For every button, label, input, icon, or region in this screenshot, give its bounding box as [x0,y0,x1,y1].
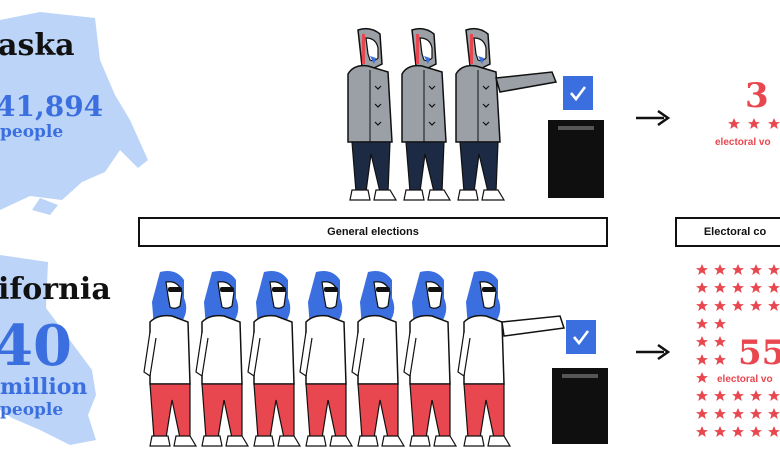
alaska-name: aska [0,28,75,63]
star-icon [696,336,708,347]
star-icon [750,408,762,419]
electoral-college-label: Electoral co [675,217,780,247]
star-icon [714,354,726,365]
california-voter [457,270,511,447]
star-icon [750,282,762,293]
star-icon [714,300,726,311]
alaska-population-number: 41,894 [0,90,104,123]
star-icon [714,318,726,329]
alaska-island-shape [32,198,58,215]
star-icon [768,118,780,129]
california-voter [247,270,301,447]
star-icon [714,264,726,275]
california-voter [299,270,353,447]
alaska-population-unit: people [0,122,64,142]
alaska-electoral-votes: 3 [745,76,769,116]
star-icon [748,118,760,129]
alaska-voter [401,27,451,201]
star-icon [714,426,726,437]
star-icon [696,390,708,401]
star-icon [750,264,762,275]
ballot-box-icon [548,120,604,198]
star-icon [696,264,708,275]
alaska-voter-arm [495,71,558,93]
alaska-map-shape [0,12,148,210]
california-voter [195,270,249,447]
california-population-number: 40 [0,313,72,379]
star-icon [768,426,780,437]
california-voter-arm [501,315,565,337]
california-electoral-stars [696,264,780,437]
star-icon [732,408,744,419]
star-icon [750,426,762,437]
star-icon [696,426,708,437]
star-icon [732,390,744,401]
star-icon [732,426,744,437]
star-icon [750,390,762,401]
california-voter [143,270,197,447]
alaska-voter [455,27,505,201]
star-icon [696,282,708,293]
california-voter [351,270,405,447]
star-icon [696,354,708,365]
star-icon [768,408,780,419]
star-icon [696,318,708,329]
star-icon [768,300,780,311]
arrow-right-icon [636,109,671,127]
arrow-right-icon [636,343,671,361]
star-icon [768,282,780,293]
star-icon [714,336,726,347]
star-icon [696,300,708,311]
california-name: ifornia [0,272,111,307]
california-electoral-label: electoral vo [717,374,773,385]
star-icon [732,264,744,275]
star-icon [768,264,780,275]
star-icon [768,390,780,401]
california-voter [403,270,457,447]
california-population-scale: million [0,374,88,400]
star-icon [696,372,708,383]
california-map-shape [0,255,96,445]
star-icon [714,408,726,419]
alaska-voter [347,27,397,201]
ballot-check-icon [564,318,598,356]
ballot-check-icon [561,74,595,112]
star-icon [750,300,762,311]
star-icon [696,408,708,419]
star-icon [714,282,726,293]
ballot-box-icon [552,368,608,444]
star-icon [732,282,744,293]
alaska-electoral-stars [728,118,780,129]
star-icon [714,390,726,401]
star-icon [732,300,744,311]
alaska-electoral-label: electoral vo [715,137,771,148]
california-population-unit: people [0,400,64,420]
general-elections-label: General elections [138,217,608,247]
california-electoral-votes: 55 [738,333,780,373]
star-icon [728,118,740,129]
